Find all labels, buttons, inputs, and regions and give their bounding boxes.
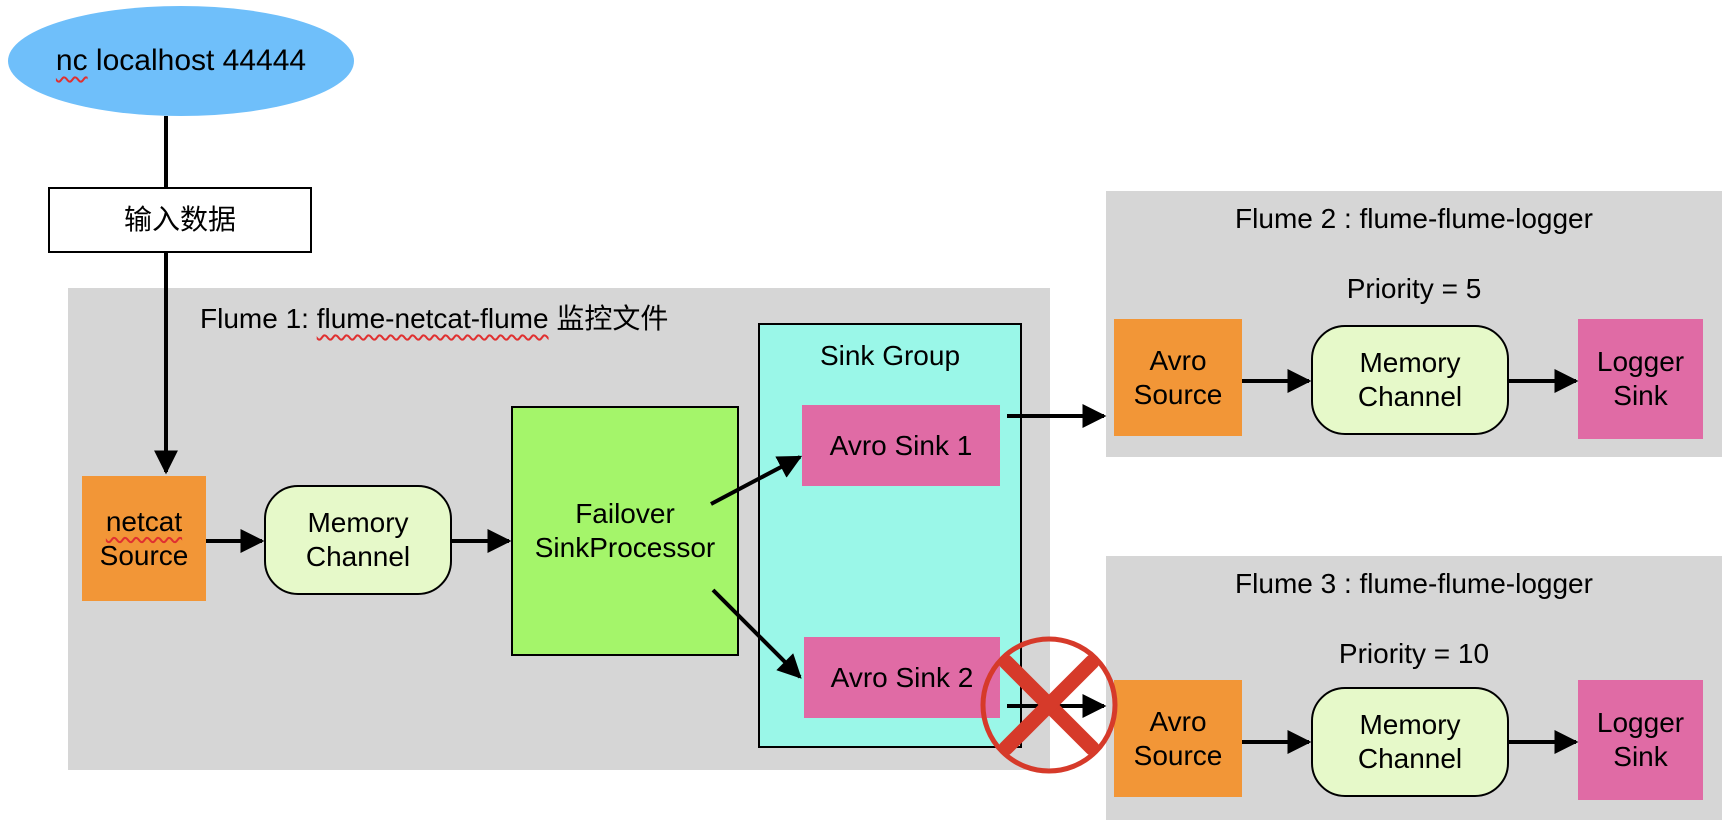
flume2-title: Flume 2 : flume-flume-logger — [1235, 203, 1593, 234]
flume3-channel-line1: Memory — [1359, 709, 1461, 740]
flume3-sink-line2: Sink — [1613, 741, 1668, 772]
avro-sink-1-label: Avro Sink 1 — [829, 429, 973, 461]
flume2-source-line2: Source — [1133, 378, 1223, 410]
flume1-title-prefix: Flume 1: — [200, 303, 317, 334]
flume1-title-suffix: 监控文件 — [548, 303, 669, 334]
client-ellipse: nc localhost 44444 — [8, 6, 354, 116]
processor-to-sink1-arrow — [710, 455, 803, 506]
flume2-channel-line1: Memory — [1359, 347, 1461, 378]
input-data-box: 输入数据 — [48, 187, 312, 253]
netcat-source-line2: Source — [99, 539, 189, 571]
avro-sink-2-label: Avro Sink 2 — [830, 661, 974, 693]
netcat-source-line1: netcat — [105, 505, 183, 537]
flume2-source-line1: Avro — [1149, 344, 1207, 376]
client-command-nc: nc — [55, 44, 88, 77]
flume3-source-line2: Source — [1133, 739, 1223, 771]
flume3-sink-line1: Logger — [1596, 707, 1685, 738]
processor-line2: SinkProcessor — [534, 532, 716, 563]
flume2-sink-line1: Logger — [1596, 346, 1685, 377]
flume2-priority: Priority = 5 — [1346, 273, 1482, 304]
avro-sink-2: Avro Sink 2 — [804, 637, 1000, 718]
flume1-channel-line2: Channel — [305, 541, 411, 572]
avro-sink-1: Avro Sink 1 — [802, 405, 1000, 486]
flume3-channel-line2: Channel — [1357, 743, 1463, 774]
client-command-rest: localhost 44444 — [87, 44, 307, 77]
processor-line1: Failover — [575, 498, 675, 529]
flume3-priority: Priority = 10 — [1338, 638, 1490, 669]
input-data-label: 输入数据 — [123, 204, 236, 235]
flume3-title: Flume 3 : flume-flume-logger — [1235, 568, 1593, 599]
sink-group-title: Sink Group — [819, 340, 961, 371]
flume3-source-line1: Avro — [1149, 705, 1207, 737]
flume2-sink-line2: Sink — [1613, 380, 1668, 411]
flume1-title: Flume 1: flume-netcat-flume 监控文件 — [200, 302, 760, 336]
flume1-channel-line1: Memory — [307, 507, 409, 538]
cross-circle-icon — [980, 636, 1118, 774]
processor-to-sink2-arrow — [711, 588, 802, 679]
flume2-channel-line2: Channel — [1357, 381, 1463, 412]
flume1-title-name: flume-netcat-flume — [316, 303, 549, 334]
